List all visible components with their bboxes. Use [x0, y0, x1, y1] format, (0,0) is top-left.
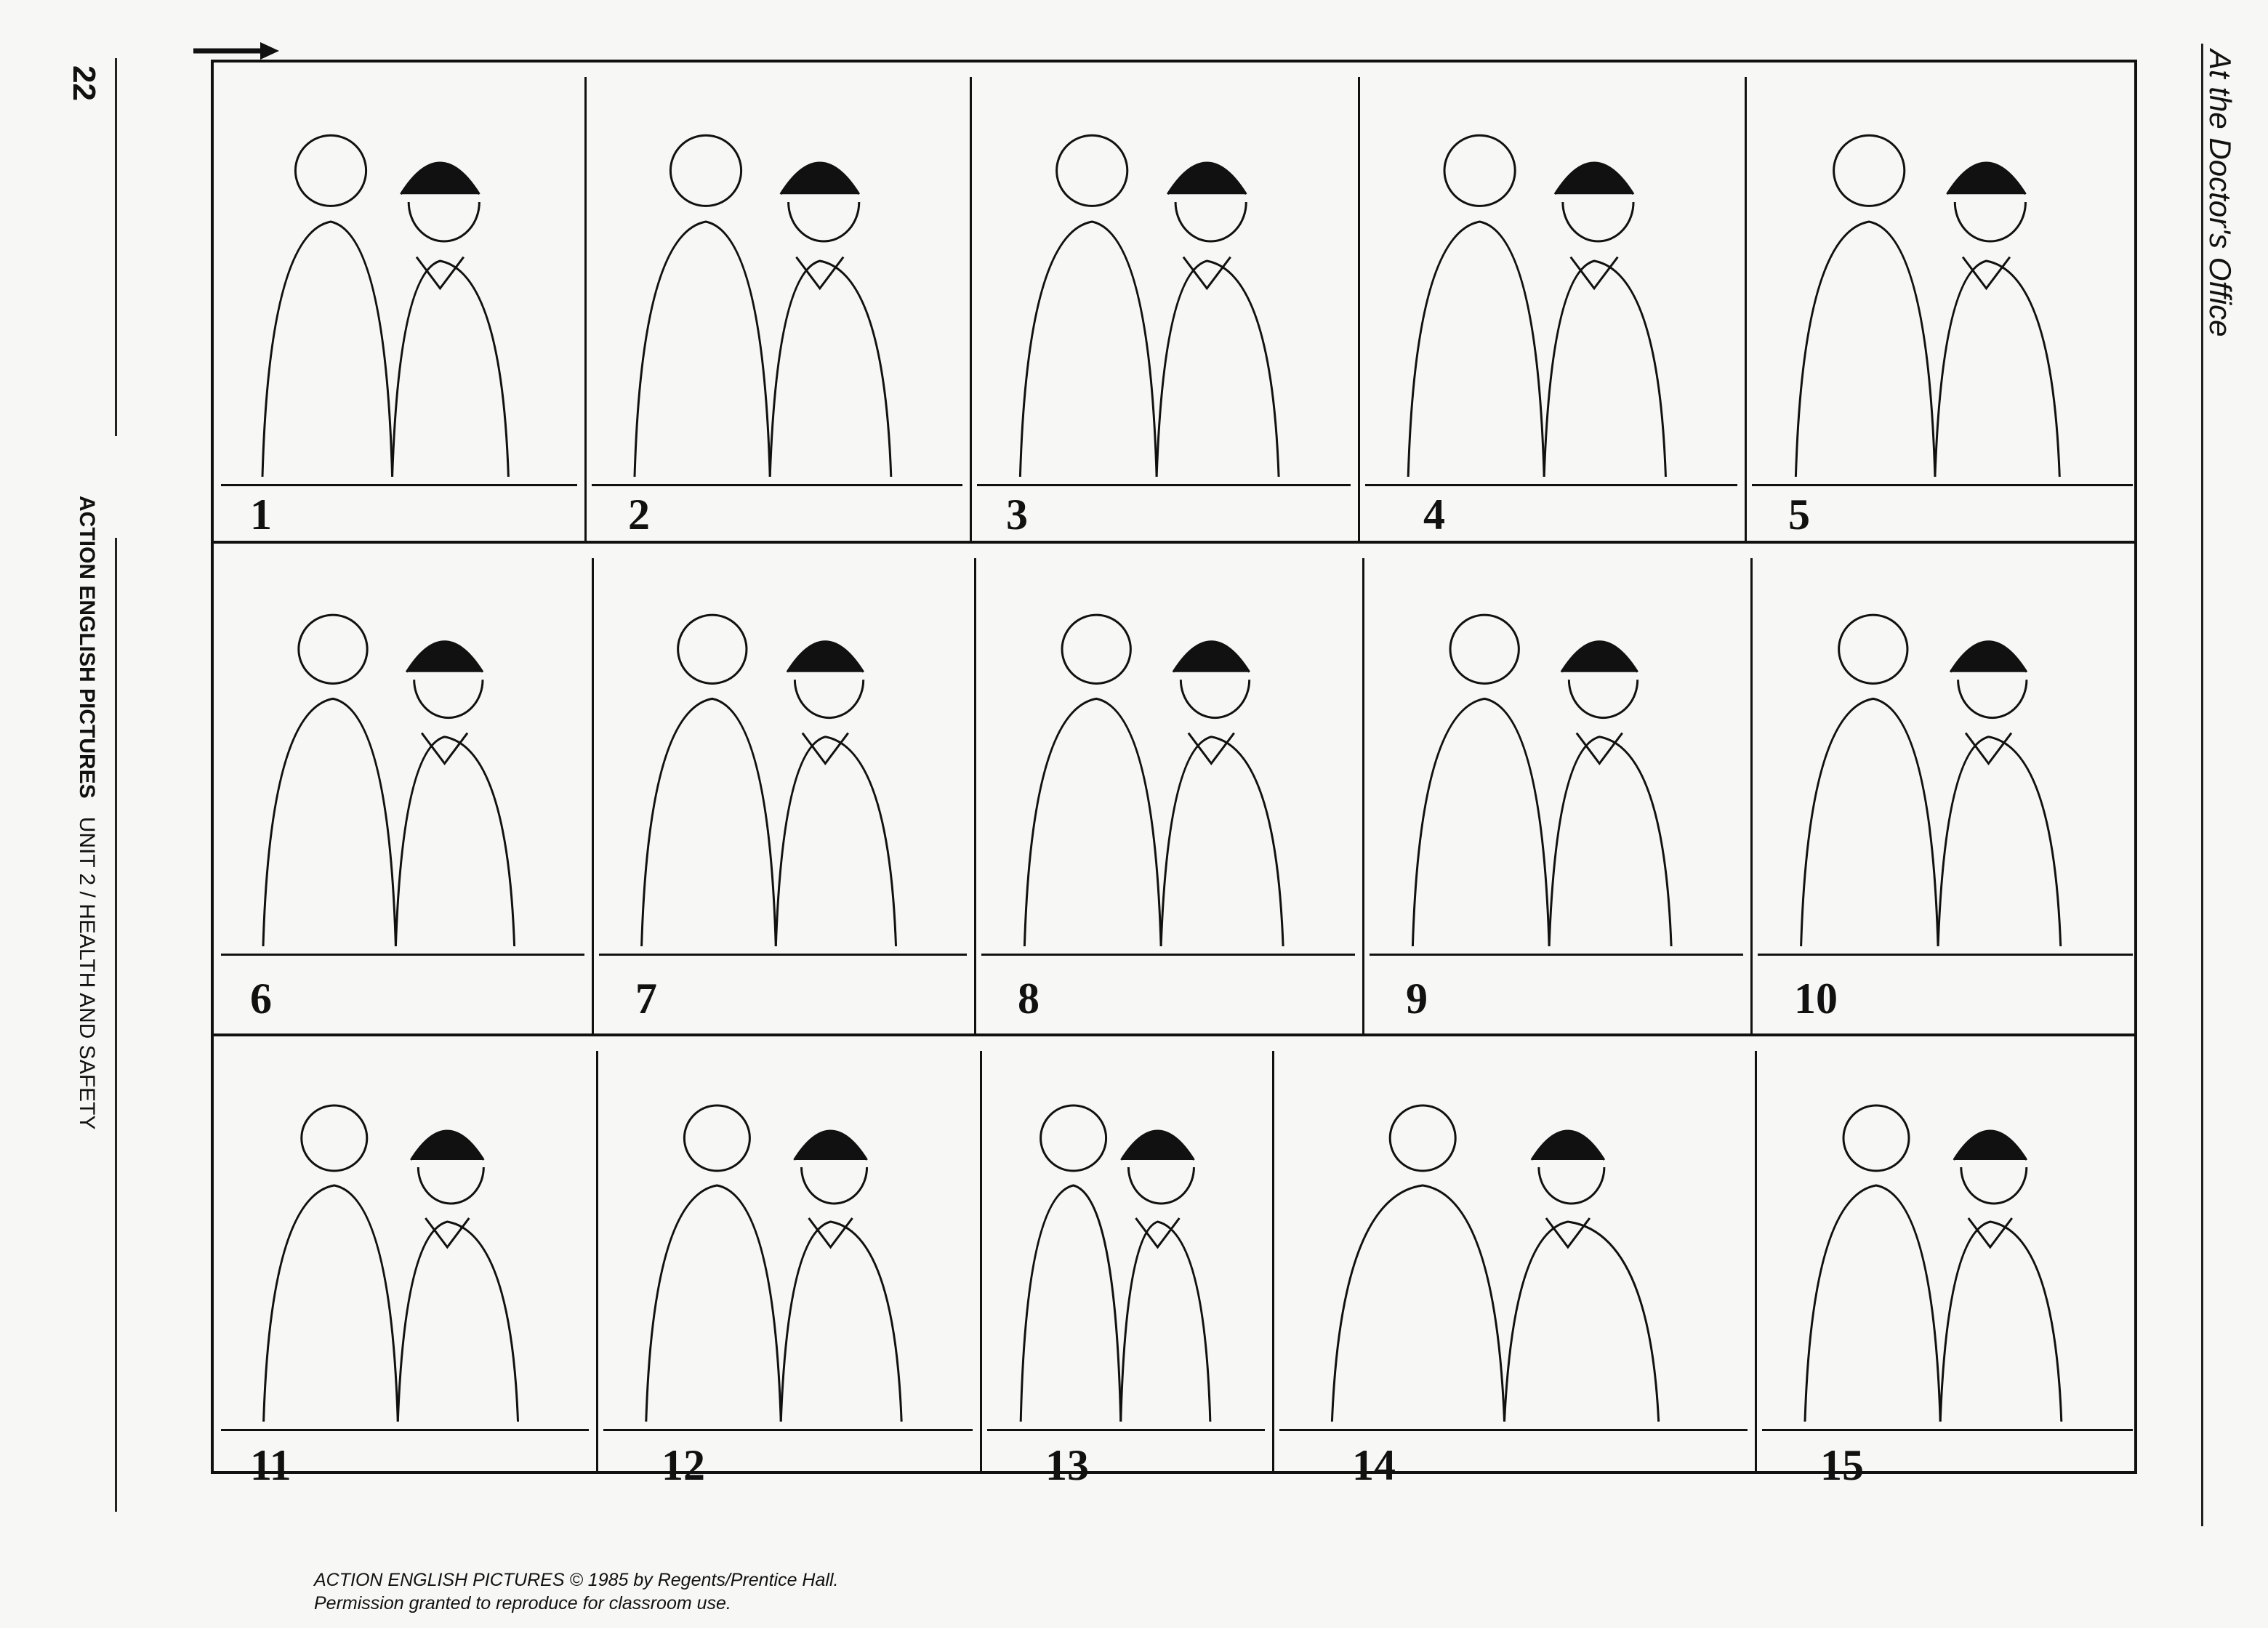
illustration-symptoms	[262, 613, 516, 947]
illustration-patient-waiting	[261, 134, 510, 477]
panel-number: 11	[250, 1441, 291, 1489]
arrow-right-icon	[193, 42, 279, 60]
panel-doctor-gestures: 12	[596, 1036, 980, 1487]
panel-patient-open-mouth: 13	[980, 1036, 1272, 1487]
illustration-doctor-looks	[262, 1104, 520, 1422]
illustration-doctor-looks-throat	[1330, 1104, 1660, 1422]
illustration-doctor-advises-rest	[1803, 1104, 2063, 1422]
caption-line	[1752, 484, 2133, 486]
picture-grid: 1 2 3 4 5	[211, 60, 2140, 1487]
copyright-footer: ACTION ENGLISH PICTURES © 1985 by Regent…	[314, 1568, 838, 1615]
panel-number: 13	[1045, 1441, 1089, 1489]
panel-divider	[974, 558, 976, 1033]
page-number: 22	[66, 65, 102, 101]
illustration-stethoscope	[1411, 613, 1673, 947]
illustration-doctor-asks	[1794, 134, 2061, 477]
unit-title: UNIT 2 / HEALTH AND SAFETY	[75, 816, 99, 1130]
panel-number: 5	[1788, 491, 1810, 539]
panel-pulse: 8	[974, 544, 1362, 1033]
illustration-patient-open-mouth	[1019, 1104, 1212, 1422]
panel-divider	[970, 77, 972, 541]
panel-number: 10	[1794, 975, 1838, 1023]
panel-number: 9	[1406, 975, 1428, 1023]
panel-divider	[1358, 77, 1360, 541]
caption-line	[987, 1429, 1265, 1431]
caption-line	[221, 484, 577, 486]
panel-divider	[584, 77, 587, 541]
caption-line	[599, 954, 967, 956]
left-margin-line	[115, 538, 117, 1512]
panel-symptoms: 6	[214, 544, 592, 1033]
panel-eye-check: 10	[1750, 544, 2140, 1033]
panel-divider	[592, 558, 594, 1033]
panel-number: 7	[635, 975, 657, 1023]
caption-line	[603, 1429, 973, 1431]
panel-doctor-handshake: 4	[1358, 63, 1745, 541]
illustration-eye-check	[1800, 613, 2062, 947]
side-running-head: ACTION ENGLISH PICTURES UNIT 2 / HEALTH …	[74, 496, 99, 1129]
caption-line	[1370, 954, 1743, 956]
panel-thermometer: 7	[592, 544, 974, 1033]
caption-line	[977, 484, 1351, 486]
panel-divider	[1362, 558, 1364, 1033]
row-separator	[214, 1033, 2134, 1036]
panel-divider	[1750, 558, 1753, 1033]
row-separator	[214, 541, 2134, 544]
panel-divider	[596, 1051, 598, 1472]
right-margin-line	[2201, 44, 2203, 1526]
panel-doctor-looks: 11	[214, 1036, 596, 1487]
illustration-doctor-gestures	[645, 1104, 903, 1422]
panel-number: 8	[1018, 975, 1040, 1023]
caption-line	[221, 954, 584, 956]
illustration-pulse	[1023, 613, 1284, 947]
panel-number: 3	[1006, 491, 1028, 539]
left-margin-line	[115, 58, 117, 436]
panel-divider	[980, 1051, 982, 1472]
panel-number: 15	[1820, 1441, 1864, 1489]
panel-divider	[1745, 77, 1747, 541]
panel-patient-waiting: 1	[214, 63, 584, 541]
panel-number: 12	[662, 1441, 705, 1489]
caption-line	[1365, 484, 1737, 486]
caption-line	[1762, 1429, 2133, 1431]
panel-divider	[1272, 1051, 1274, 1472]
illustration-nurse-at-door	[1018, 134, 1280, 477]
panel-divider	[1755, 1051, 1757, 1472]
panel-number: 4	[1423, 491, 1445, 539]
panel-nurse-at-door: 3	[970, 63, 1358, 541]
panel-stethoscope: 9	[1362, 544, 1750, 1033]
caption-line	[221, 1429, 589, 1431]
caption-line	[592, 484, 962, 486]
illustration-patient-worried	[633, 134, 893, 477]
caption-line	[981, 954, 1355, 956]
book-title: ACTION ENGLISH PICTURES	[75, 496, 99, 799]
permission-line: Permission granted to reproduce for clas…	[314, 1593, 731, 1613]
panel-doctor-looks-throat: 14	[1272, 1036, 1755, 1487]
copyright-line: ACTION ENGLISH PICTURES © 1985 by Regent…	[314, 1570, 839, 1590]
panel-doctor-asks: 5	[1745, 63, 2140, 541]
caption-line	[1758, 954, 2133, 956]
panel-number: 1	[250, 491, 272, 539]
panel-number: 2	[628, 491, 650, 539]
panel-doctor-advises-rest: 15	[1755, 1036, 2140, 1487]
panel-number: 6	[250, 975, 272, 1023]
illustration-doctor-handshake	[1407, 134, 1667, 477]
panel-patient-worried: 2	[584, 63, 970, 541]
caption-line	[1279, 1429, 1748, 1431]
chapter-title: At the Doctor's Office	[2203, 49, 2237, 337]
illustration-thermometer	[640, 613, 898, 947]
panel-number: 14	[1352, 1441, 1396, 1489]
